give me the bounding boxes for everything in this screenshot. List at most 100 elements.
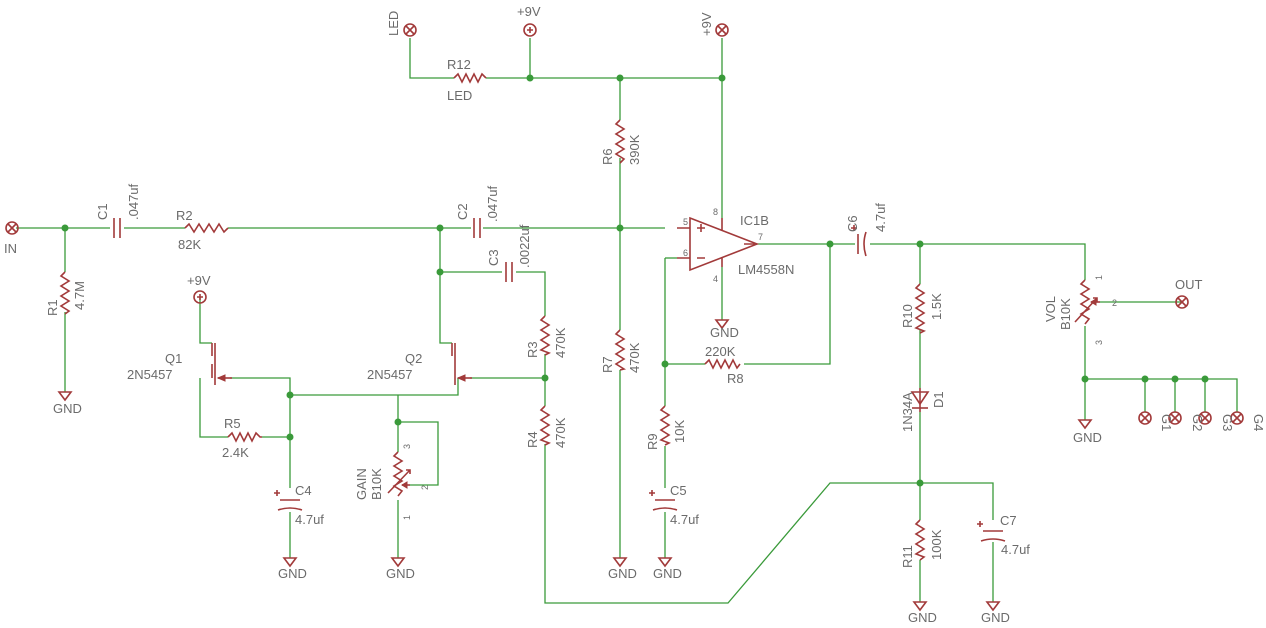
resistor-r2 <box>184 222 229 234</box>
pad-in <box>5 221 19 235</box>
label-9v-q1: +9V <box>187 273 211 288</box>
label-gain-pin3: 3 <box>402 444 412 449</box>
label-ic: IC1B <box>740 213 769 228</box>
label-r10: R10 <box>900 304 915 328</box>
supply-9v-q1 <box>193 290 207 304</box>
opamp-ic1b <box>677 216 760 272</box>
label-r6-value: 390K <box>627 134 642 165</box>
label-vol-pin2: 2 <box>1112 298 1117 308</box>
resistor-r3 <box>539 315 551 356</box>
label-r11-value: 100K <box>929 529 944 560</box>
supply-9v-top <box>523 23 537 37</box>
resistor-r9 <box>659 405 671 446</box>
label-r7-value: 470K <box>627 342 642 373</box>
label-r4-value: 470K <box>553 417 568 448</box>
ground-symbols <box>57 319 1093 612</box>
pad-g3 <box>1198 411 1212 425</box>
label-vol-pin3: 3 <box>1094 340 1104 345</box>
label-ic-pin5: 5 <box>683 217 688 227</box>
label-vol-value: B10K <box>1058 298 1073 330</box>
label-gnd-c7: GND <box>981 610 1010 625</box>
label-gnd-ic: GND <box>710 325 739 340</box>
capacitor-c6 <box>851 225 867 257</box>
label-r9-value: 10K <box>672 420 687 443</box>
labels: IN LED +9V +9V +9V R12 LED R6 390K C1 .0… <box>4 4 1266 625</box>
label-c6-value: 4.7uf <box>873 203 888 232</box>
connector-pads <box>5 23 1244 425</box>
label-gnd-c4: GND <box>278 566 307 581</box>
label-out: OUT <box>1175 277 1203 292</box>
label-c5: C5 <box>670 483 687 498</box>
pad-g4 <box>1230 411 1244 425</box>
label-r2-value: 82K <box>178 237 201 252</box>
label-q1: Q1 <box>165 351 182 366</box>
resistor-r6 <box>614 119 626 164</box>
label-q2-value: 2N5457 <box>367 367 413 382</box>
label-c1-value: .047uf <box>126 183 141 220</box>
label-gain: GAIN <box>354 468 369 500</box>
jfet-q1 <box>211 343 232 385</box>
label-r11: R11 <box>900 545 915 568</box>
resistor-r11 <box>914 519 926 561</box>
label-gain-pin2: 2 <box>420 485 430 490</box>
capacitor-c7 <box>977 521 1006 542</box>
resistor-r10 <box>914 283 926 334</box>
pad-g1 <box>1138 411 1152 425</box>
label-c7: C7 <box>1000 513 1017 528</box>
label-q2: Q2 <box>405 351 422 366</box>
label-9v-right: +9V <box>699 12 714 36</box>
diode-d1 <box>910 388 930 412</box>
label-r7: R7 <box>600 356 615 373</box>
label-c3: C3 <box>486 249 501 266</box>
label-9v-top: +9V <box>517 4 541 19</box>
label-g1: G1 <box>1159 414 1174 431</box>
label-r8: R8 <box>727 371 744 386</box>
label-g2: G2 <box>1190 414 1205 431</box>
label-c6: C6 <box>845 215 860 232</box>
label-c2-value: .047uf <box>485 185 500 222</box>
label-gnd-r1: GND <box>53 401 82 416</box>
label-r1: R1 <box>45 299 60 316</box>
resistor-r1 <box>59 271 71 315</box>
label-gain-pin1: 1 <box>402 515 412 520</box>
label-r6: R6 <box>600 148 615 165</box>
pot-vol <box>1074 279 1100 325</box>
label-r12-value: LED <box>447 88 472 103</box>
pad-out <box>1175 295 1189 309</box>
label-vol: VOL <box>1043 296 1058 322</box>
label-r5-value: 2.4K <box>222 445 249 460</box>
capacitor-c1 <box>113 218 121 238</box>
resistor-r4 <box>539 405 551 446</box>
label-r1-value: 4.7M <box>72 281 87 310</box>
capacitor-c5 <box>649 490 678 511</box>
label-gnd-gain: GND <box>386 566 415 581</box>
label-gnd-c5: GND <box>653 566 682 581</box>
label-ic-pin8: 8 <box>713 207 718 217</box>
capacitor-c2 <box>473 218 481 238</box>
label-r9: R9 <box>645 433 660 450</box>
capacitor-c4 <box>274 490 303 511</box>
label-ic-pin4: 4 <box>713 274 718 284</box>
label-g4: G4 <box>1251 414 1266 431</box>
resistor-r7 <box>614 329 627 371</box>
pad-led <box>403 23 417 37</box>
label-c3-value: .0022uf <box>517 224 532 268</box>
resistor-r8 <box>704 358 741 370</box>
label-ic-pin6: 6 <box>683 248 688 258</box>
label-q1-value: 2N5457 <box>127 367 173 382</box>
wires <box>16 38 1238 604</box>
pot-gain <box>387 451 411 497</box>
label-r2: R2 <box>176 208 193 223</box>
label-r3-value: 470K <box>553 327 568 358</box>
label-c1: C1 <box>95 203 110 220</box>
label-gnd-r11: GND <box>908 610 937 625</box>
label-c5-value: 4.7uf <box>670 512 699 527</box>
resistor-r12 <box>453 72 487 84</box>
label-r4: R4 <box>525 431 540 448</box>
label-r12: R12 <box>447 57 471 72</box>
label-gnd-vol: GND <box>1073 430 1102 445</box>
label-c7-value: 4.7uf <box>1001 542 1030 557</box>
pad-g2 <box>1168 411 1182 425</box>
resistor-r5 <box>227 431 262 443</box>
